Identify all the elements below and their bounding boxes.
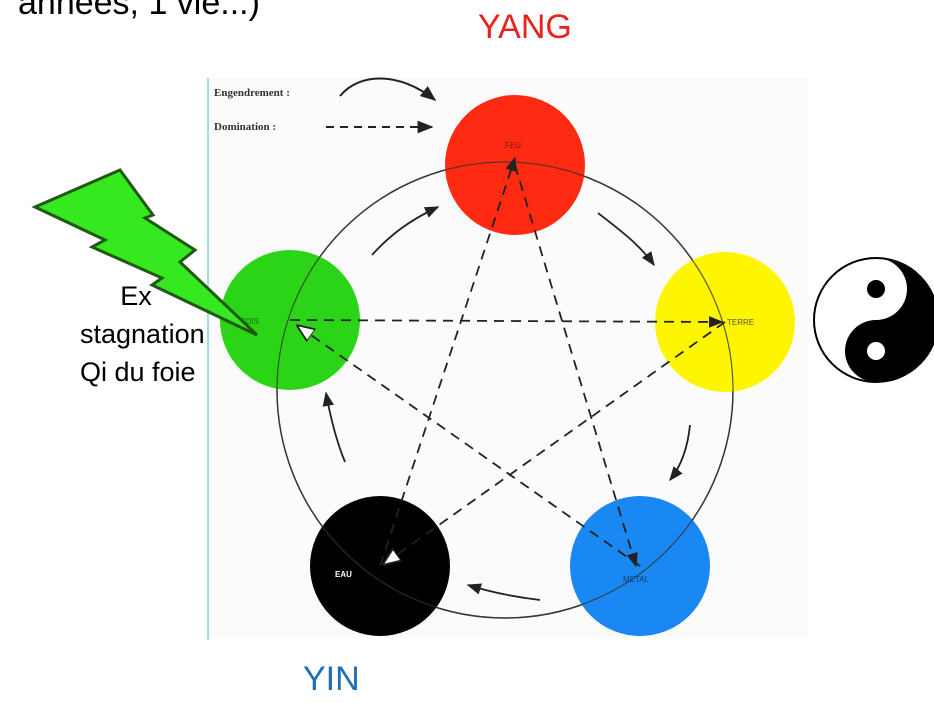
arrow-eau-bois bbox=[322, 391, 346, 463]
lightning-icon bbox=[31, 168, 259, 337]
dom-eau-feu bbox=[379, 156, 517, 567]
legend-engendrement-label: Engendrement : bbox=[214, 87, 290, 99]
label-feu: FEU bbox=[505, 141, 521, 150]
arrow-bois-feu bbox=[371, 206, 440, 256]
legend-domination-label: Domination : bbox=[214, 121, 276, 133]
side-note: Ex stagnation Qi du foie bbox=[80, 277, 205, 391]
dom-feu-metal bbox=[514, 164, 638, 568]
dom-terre-eau bbox=[384, 321, 726, 564]
label-eau: EAU bbox=[335, 570, 352, 579]
yin-label: YIN bbox=[303, 660, 360, 698]
dom-bois-terre bbox=[289, 316, 724, 328]
arrow-feu-terre bbox=[597, 212, 655, 267]
label-metal: METAL bbox=[623, 575, 650, 584]
side-note-line-3: Qi du foie bbox=[80, 357, 196, 387]
legend-engendrement-arrow bbox=[339, 77, 437, 101]
yin-yang-icon bbox=[813, 257, 934, 383]
label-terre: TERRE bbox=[727, 318, 754, 327]
side-note-line-1: Ex bbox=[120, 281, 152, 311]
dom-metal-bois bbox=[298, 326, 641, 567]
header-fragment: années, 1 vie...) bbox=[18, 0, 260, 22]
label-bois: BOIS bbox=[240, 317, 259, 326]
side-note-line-2: stagnation bbox=[80, 319, 205, 349]
arrow-terre-metal bbox=[669, 424, 691, 482]
yang-label: YANG bbox=[478, 8, 572, 46]
arrow-metal-eau bbox=[466, 583, 541, 601]
